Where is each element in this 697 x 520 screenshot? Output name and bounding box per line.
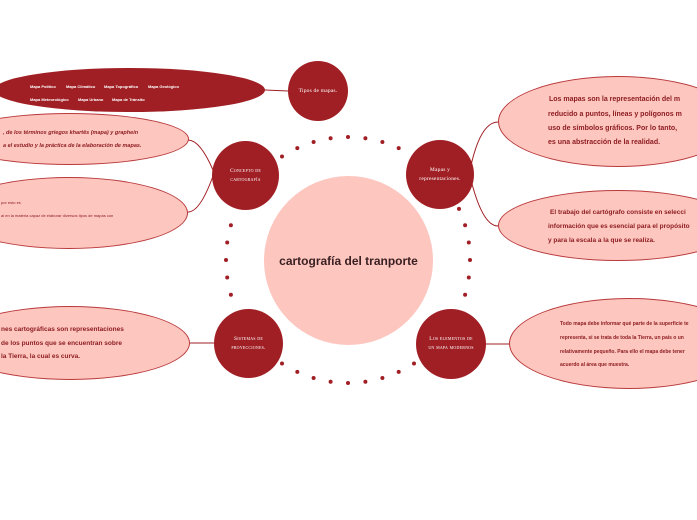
orbit-dot xyxy=(466,240,471,245)
bubble-text-line: nes cartográficas son representaciones xyxy=(1,326,124,333)
orbit-dot xyxy=(224,258,228,262)
node-concepto-cartografia[interactable]: Concepto de cartografía xyxy=(212,141,279,210)
bubble-text-line: la Tierra, la cual es curva. xyxy=(1,353,81,360)
bubble-text-line: Todo mapa debe informar qué parte de la … xyxy=(560,321,689,327)
map-type-item: Mapa Urbano xyxy=(78,97,104,102)
orbit-dot xyxy=(380,376,385,380)
orbit-dot xyxy=(280,361,284,366)
central-topic[interactable]: cartografía del tranporte xyxy=(264,176,433,345)
bubble-text-line: a el estudio y la práctica de la elabora… xyxy=(3,143,142,149)
bubble-sistemas-proyecciones[interactable]: nes cartográficas son representaciones d… xyxy=(0,306,190,380)
orbit-dot xyxy=(311,376,316,380)
bubble-text-line: , de los términos griegos khartēs (mapa)… xyxy=(3,130,139,136)
map-type-item: Mapa Meteorológico xyxy=(30,97,69,102)
orbit-dot xyxy=(328,136,333,141)
orbit-dot xyxy=(363,379,368,384)
central-topic-label: cartografía del tranporte xyxy=(279,253,418,268)
orbit-dot xyxy=(280,154,284,159)
map-type-item: Mapa Topográfico xyxy=(104,84,139,89)
map-type-item: Mapa Político xyxy=(30,84,56,89)
orbit-dot xyxy=(295,146,300,151)
map-types-pill[interactable]: Mapa Político Mapa Climático Mapa Topogr… xyxy=(0,68,265,112)
orbit-dot xyxy=(225,240,230,245)
map-type-item: Mapa de Tránsito xyxy=(112,97,145,102)
bubble-text-line: es una abstracción de la realidad. xyxy=(548,139,661,146)
node-tipos-label: Tipos de mapas. xyxy=(298,87,338,94)
bubble-text-line: reducido a puntos, líneas y polígonos m xyxy=(548,111,682,118)
node-elementos-mapa[interactable]: Los elementos de un mapa modernos xyxy=(416,309,486,379)
orbit-dot xyxy=(468,258,472,262)
orbit-dot xyxy=(295,369,300,374)
orbit-dot xyxy=(463,292,468,297)
orbit-dot xyxy=(457,206,461,211)
node-tipos-de-mapas[interactable]: Tipos de mapas. xyxy=(288,61,348,121)
orbit-dot xyxy=(346,135,350,139)
orbit-dot xyxy=(228,292,233,297)
bubble-text-line: de los puntos que se encuentran sobre xyxy=(1,340,122,347)
orbit-dot xyxy=(463,223,468,228)
node-elementos-label: Los elementos de un mapa modernos xyxy=(428,336,474,351)
bubble-mapas-representacion[interactable]: Los mapas son la representación del m re… xyxy=(498,76,697,167)
node-sistemas-label: Sistemas de proyecciones. xyxy=(231,335,266,351)
bubble-text-line: relativamente pequeño. Para ello el mapa… xyxy=(560,349,685,355)
bubble-text-line: y para la escala a la que se realiza. xyxy=(548,237,655,244)
bubble-text-line: información que es esencial para el prop… xyxy=(548,223,690,230)
node-mapas-representaciones[interactable]: Mapas y representaciones. xyxy=(406,140,474,209)
orbit-dot xyxy=(396,369,401,374)
orbit-dot xyxy=(363,136,368,141)
orbit-dot xyxy=(396,146,401,151)
orbit-dot xyxy=(466,275,471,280)
bubble-text-line: al en la materia capaz de elaborar diver… xyxy=(1,213,114,218)
bubble-text-line: acuerdo al área que muestra. xyxy=(560,362,630,368)
orbit-dots xyxy=(224,135,472,385)
orbit-dot xyxy=(311,140,316,144)
node-concepto-label: Concepto de cartografía xyxy=(230,167,261,183)
bubble-text-line: Los mapas son la representación del m xyxy=(549,96,681,103)
bubble-text-line: uso de símbolos gráficos. Por lo tanto, xyxy=(548,125,678,132)
map-type-item: Mapa Climático xyxy=(66,84,96,89)
orbit-dot xyxy=(228,223,233,228)
bubble-concepto-cartografo[interactable]: por esto es al en la materia capaz de el… xyxy=(0,177,188,249)
orbit-dot xyxy=(225,275,230,280)
map-type-item: Mapa Geológico xyxy=(148,84,179,89)
bubble-trabajo-cartografo[interactable]: El trabajo del cartógrafo consiste en se… xyxy=(498,190,697,261)
orbit-dot xyxy=(412,361,416,366)
node-mapas-label: Mapas y representaciones. xyxy=(419,166,461,182)
bubble-concepto-definicion[interactable]: , de los términos griegos khartēs (mapa)… xyxy=(0,113,189,165)
orbit-dot xyxy=(346,381,350,385)
node-sistemas-proyecciones[interactable]: Sistemas de proyecciones. xyxy=(214,309,283,378)
orbit-dot xyxy=(380,140,385,144)
bubble-text-line: El trabajo del cartógrafo consiste en se… xyxy=(550,209,686,216)
orbit-dot xyxy=(328,379,333,384)
bubble-text-line: por esto es xyxy=(1,200,21,205)
bubble-text-line: representa, si se trata de toda la Tierr… xyxy=(560,335,684,341)
bubble-elementos-mapa[interactable]: Todo mapa debe informar qué parte de la … xyxy=(509,298,697,389)
